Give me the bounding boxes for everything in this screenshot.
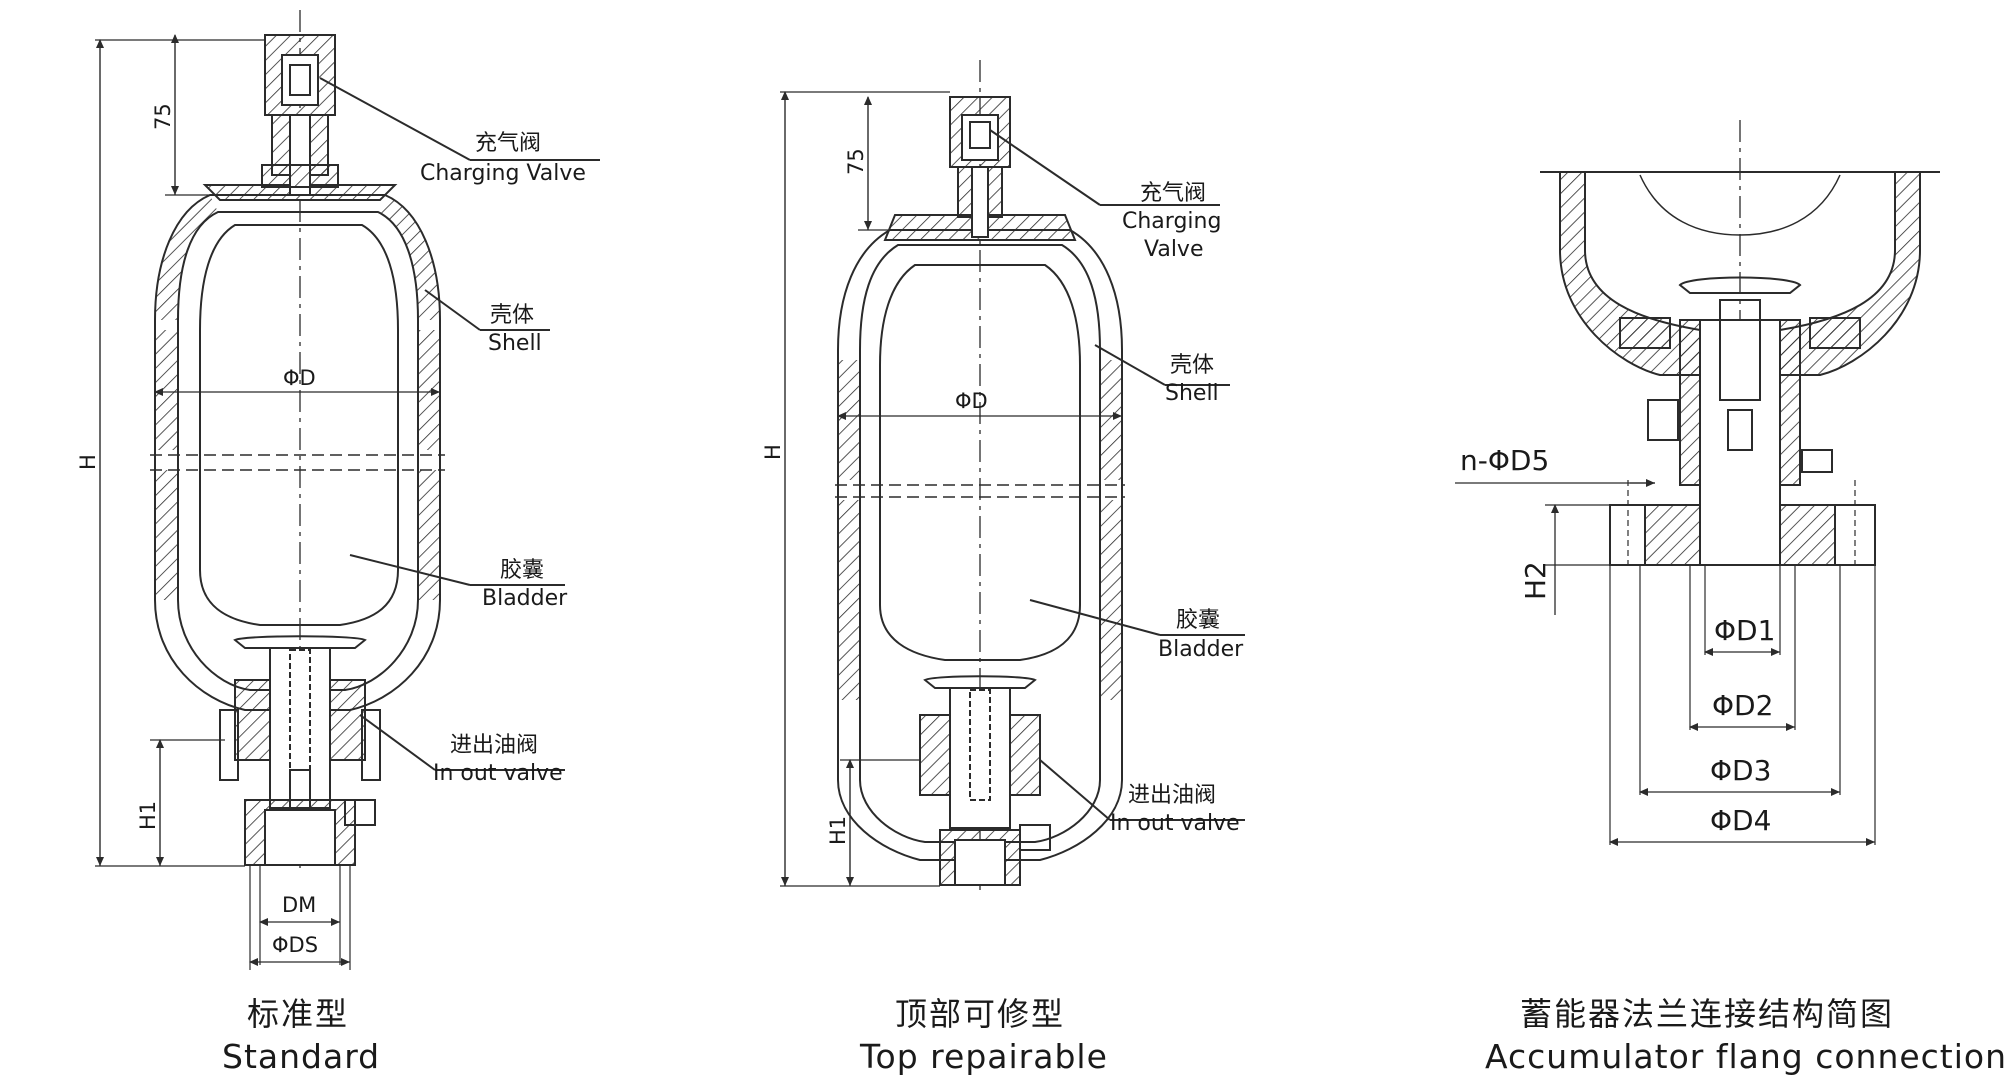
top-bladder-en: Bladder	[1158, 637, 1244, 662]
standard-bladder-zh: 胶囊	[500, 558, 544, 583]
top-inout-zh: 进出油阀	[1128, 783, 1216, 808]
top-charging-en-2: Valve	[1144, 237, 1204, 262]
top-charging-en-1: Charging	[1122, 209, 1221, 234]
top-dim-H1: H1	[826, 816, 850, 845]
flange-connection	[1455, 120, 1940, 846]
standard-dim-DS: ΦDS	[272, 933, 318, 957]
top-dim-75: 75	[844, 148, 868, 175]
standard-dim-75: 75	[151, 103, 175, 130]
top-dim-H: H	[761, 444, 785, 460]
shell-outer	[837, 229, 1123, 861]
standard-bladder-en: Bladder	[482, 586, 568, 611]
standard-inout-en: In out valve	[433, 761, 563, 786]
top-shell-zh: 壳体	[1170, 353, 1214, 378]
flange-dim-H2: H2	[1519, 561, 1552, 600]
standard-dim-H: H	[76, 454, 100, 470]
flange-dim-D3: ΦD3	[1710, 754, 1771, 787]
standard-dim-H1: H1	[136, 801, 160, 830]
flange-caption-zh: 蓄能器法兰连接结构简图	[1520, 995, 1894, 1033]
shell-inner	[177, 211, 419, 691]
top-dim-D: ΦD	[955, 389, 988, 413]
poppet	[923, 675, 1037, 689]
flange-caption-en: Accumulator flang connection	[1485, 1037, 2007, 1076]
flange-dim-nD5: n-ΦD5	[1460, 444, 1549, 477]
standard-caption-en: Standard	[222, 1037, 380, 1076]
top-charging-zh: 充气阀	[1140, 181, 1206, 206]
top-caption-en: Top repairable	[859, 1037, 1108, 1076]
top-repairable-accumulator	[780, 60, 1245, 890]
standard-dim-DM: DM	[282, 893, 316, 917]
standard-charging-zh: 充气阀	[475, 131, 541, 156]
flange-dim-D2: ΦD2	[1712, 689, 1773, 722]
bladder	[199, 224, 399, 626]
shell-inner	[859, 244, 1101, 843]
standard-shell-zh: 壳体	[490, 303, 534, 328]
top-caption-zh: 顶部可修型	[895, 995, 1065, 1033]
standard-caption-zh: 标准型	[247, 995, 349, 1033]
top-inout-en: In out valve	[1110, 811, 1240, 836]
top-repairable-labels: 充气阀 Charging Valve 壳体 Shell 胶囊 Bladder 进…	[761, 148, 1244, 1076]
bladder	[879, 264, 1081, 661]
standard-dim-D: ΦD	[283, 366, 316, 390]
standard-inout-zh: 进出油阀	[450, 733, 538, 758]
standard-labels: 充气阀 Charging Valve 壳体 Shell 胶囊 Bladder 进…	[76, 103, 586, 1076]
flange-labels: n-ΦD5 H2 ΦD1 ΦD2 ΦD3 ΦD4 蓄能器法兰连接结构简图 Acc…	[1460, 444, 2007, 1076]
top-bladder-zh: 胶囊	[1176, 608, 1220, 633]
top-shell-en: Shell	[1165, 381, 1219, 406]
standard-shell-en: Shell	[488, 331, 542, 356]
poppet	[233, 635, 367, 649]
standard-charging-en: Charging Valve	[420, 161, 586, 186]
flange-dim-D1: ΦD1	[1714, 614, 1775, 647]
flange-dim-D4: ΦD4	[1710, 804, 1771, 837]
standard-accumulator	[95, 10, 600, 970]
